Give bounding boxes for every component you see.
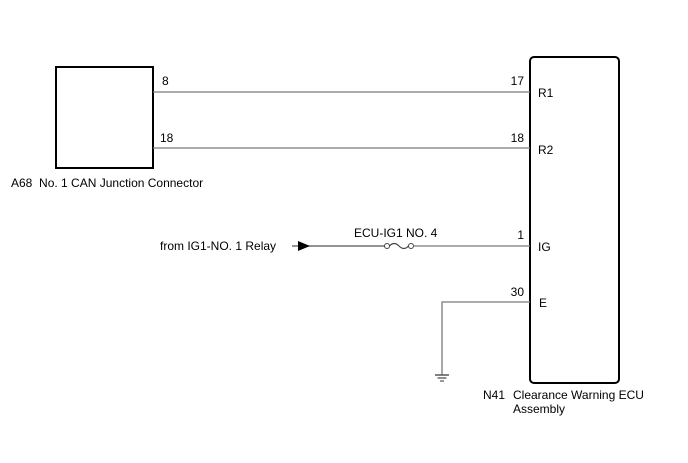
fuse-label: ECU-IG1 NO. 4	[354, 226, 438, 240]
ecu-terminal-r1: R1	[538, 86, 554, 100]
source-label: from IG1-NO. 1 Relay	[160, 239, 277, 253]
wire-e	[441, 301, 530, 375]
ecu-name-line1: Clearance Warning ECU	[513, 388, 644, 402]
a68-pin-8: 8	[162, 74, 169, 88]
ecu-pin-30: 30	[510, 285, 524, 299]
ecu-terminal-e: E	[539, 296, 548, 310]
ecu-pin-1: 1	[517, 228, 524, 242]
ecu-terminal-r2: R2	[538, 143, 554, 157]
connector-a68-box	[55, 66, 154, 169]
ecu-pin-18: 18	[510, 131, 524, 145]
ground-icon	[435, 374, 449, 382]
ecu-n41-box	[529, 56, 620, 384]
ecu-code: N41	[483, 388, 506, 402]
ecu-name-line2: Assembly	[513, 402, 566, 416]
fuse-icon	[384, 242, 414, 250]
ecu-pin-17: 17	[510, 74, 524, 88]
arrow-icon	[298, 241, 310, 251]
ecu-terminal-ig: IG	[538, 240, 551, 254]
connector-a68-label: A68 No. 1 CAN Junction Connector	[11, 176, 204, 190]
a68-pin-18: 18	[160, 131, 174, 145]
